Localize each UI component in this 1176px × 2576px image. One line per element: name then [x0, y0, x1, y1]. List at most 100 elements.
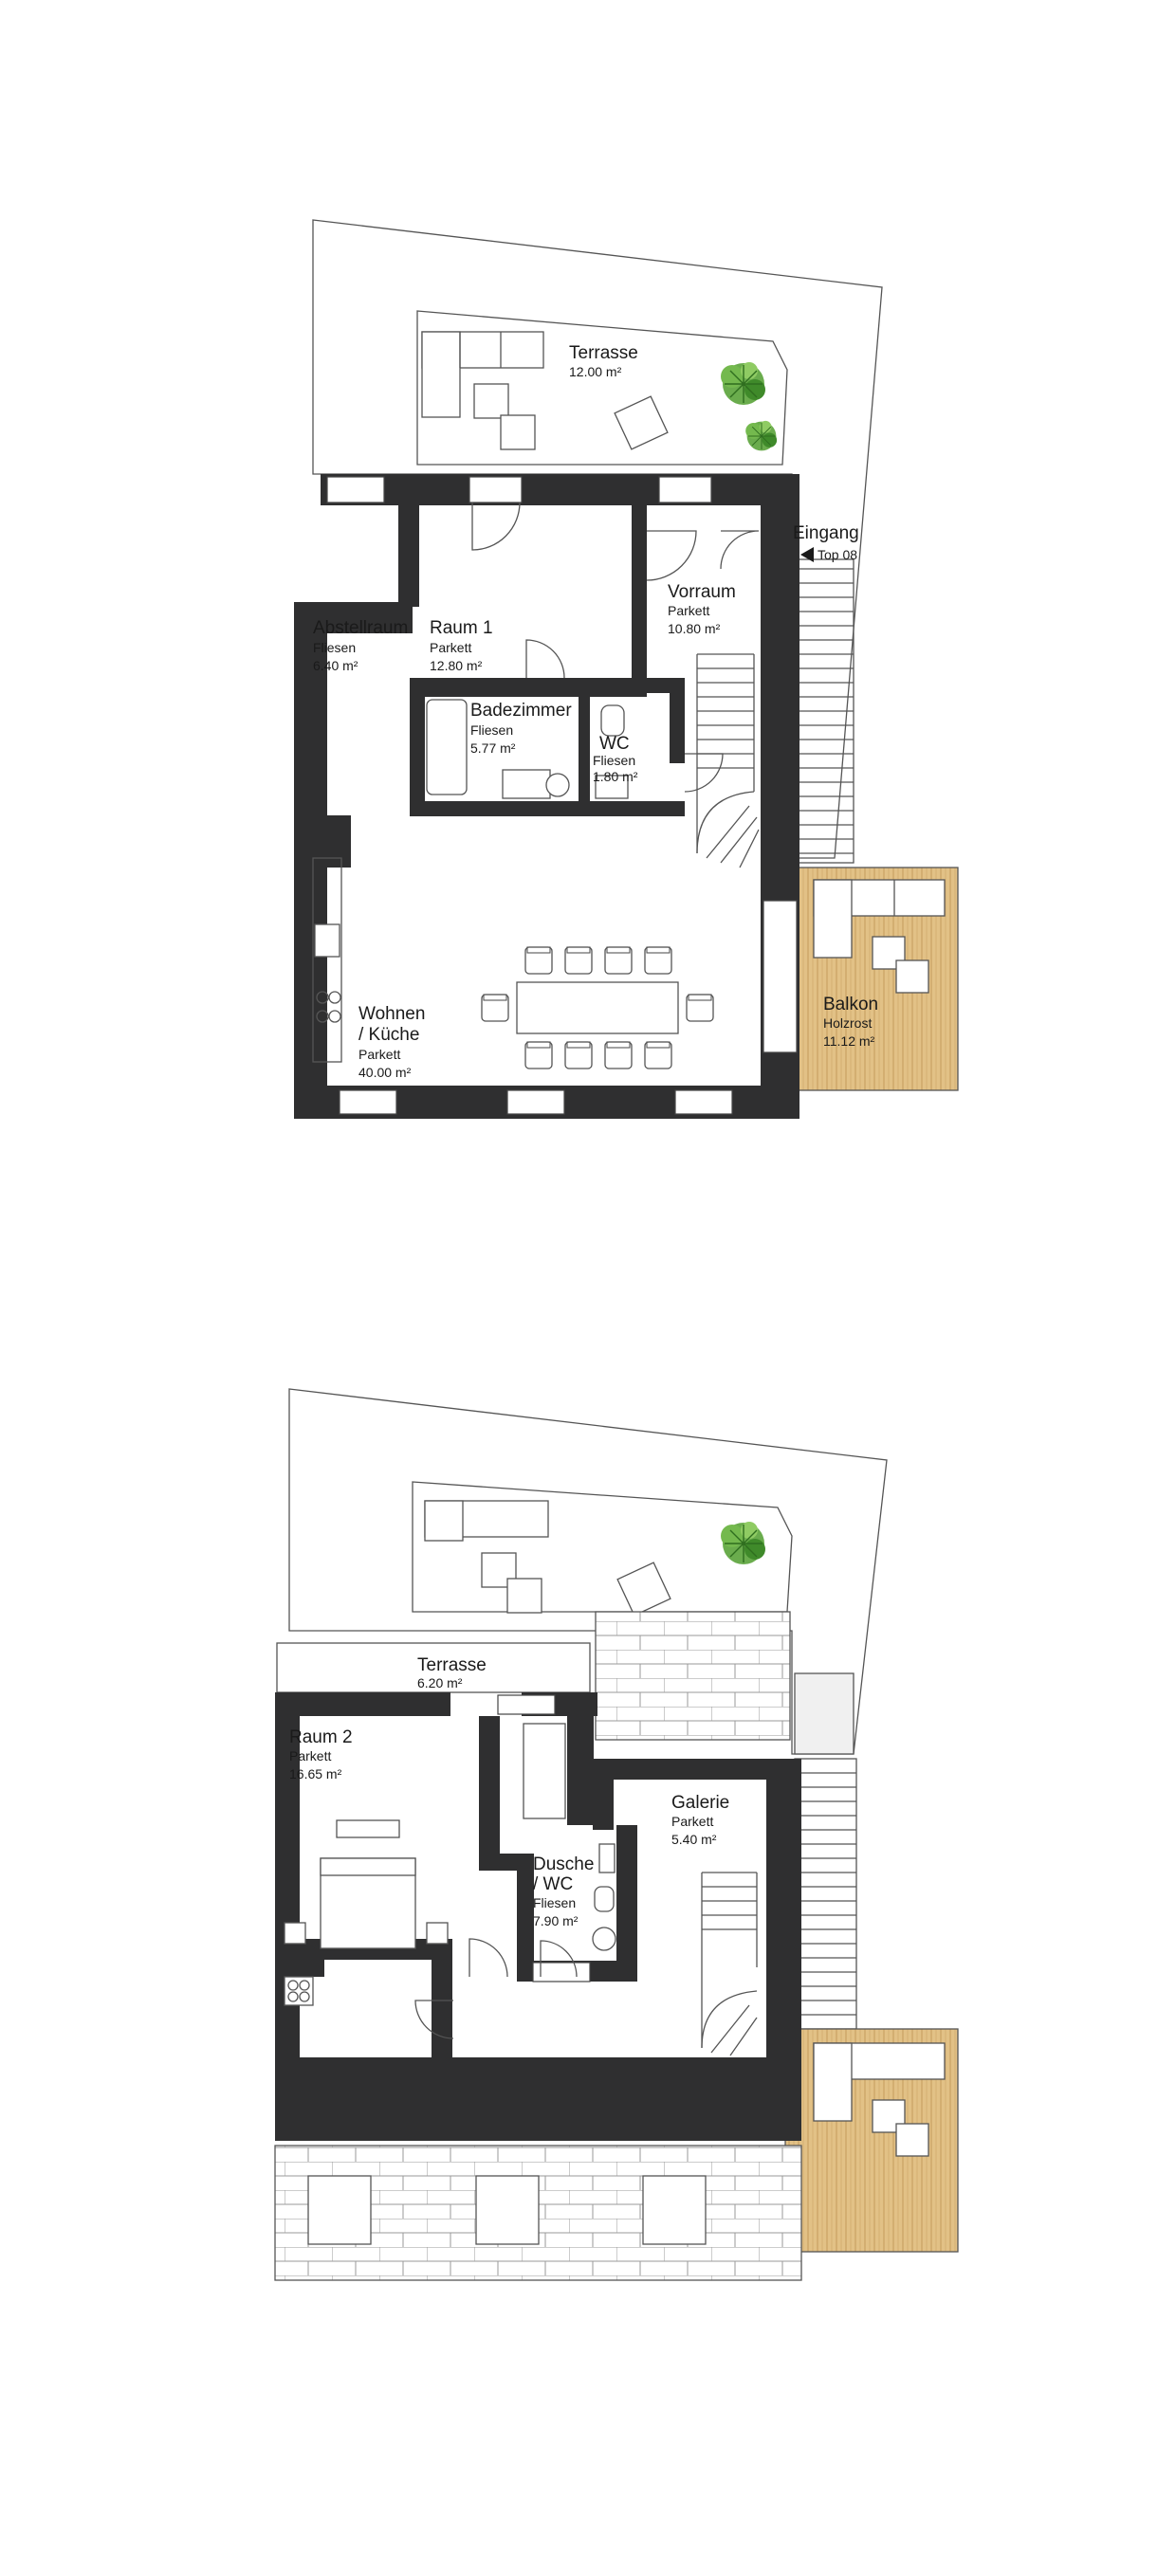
side-table-icon — [895, 2123, 929, 2157]
door-swing-icon — [471, 502, 521, 551]
terrasse-outline — [288, 1388, 888, 1755]
toilet-icon — [545, 773, 570, 797]
skylight-icon — [475, 2175, 540, 2245]
wc-label: WC — [599, 734, 630, 754]
vorraum-label: Vorraum — [668, 582, 736, 602]
side-table-icon — [895, 959, 929, 994]
lounge-chair-icon — [616, 1562, 671, 1617]
skylight-icon — [794, 1672, 854, 1755]
chair-icon — [686, 994, 714, 1022]
door-swing-icon — [720, 530, 760, 570]
chair-icon — [604, 946, 633, 975]
abstellraum-floor: Fliesen — [313, 640, 356, 655]
chair-icon — [604, 1041, 633, 1069]
door-swing-icon — [540, 1940, 578, 1978]
door-icon — [532, 1962, 591, 1982]
balkon-floor: Holzrost — [823, 1015, 872, 1031]
dusche-floor: Fliesen — [533, 1895, 576, 1910]
upper-floor: Terrasse 12.00 m² Eingang Top 08 Vorraum… — [294, 219, 959, 1119]
raum1-label: Raum 1 — [430, 618, 493, 638]
balkon-area: 11.12 m² — [823, 1033, 875, 1049]
skylight-icon — [642, 2175, 707, 2245]
wohnen-label: Wohnen — [358, 1004, 425, 1024]
washing-machine-icon — [592, 1927, 616, 1951]
wohnen-area: 40.00 m² — [358, 1065, 412, 1080]
badezimmer-label: Badezimmer — [470, 701, 572, 721]
badezimmer-floor: Fliesen — [470, 722, 513, 738]
lower-floor: Terrasse 6.20 m² Raum 2 Parkett 16.65 m²… — [274, 1388, 959, 2281]
chair-icon — [644, 946, 672, 975]
sink-icon — [502, 769, 551, 799]
chair-icon — [524, 946, 553, 975]
galerie-label: Galerie — [671, 1793, 729, 1813]
chair-icon — [564, 1041, 593, 1069]
counter-icon — [312, 857, 342, 1063]
window-icon — [658, 476, 712, 503]
sofa-icon — [421, 331, 544, 418]
raum2-area: 16.65 m² — [289, 1766, 342, 1781]
window-icon — [339, 1089, 397, 1115]
side-table-icon — [506, 1578, 542, 1614]
kueche-label: / Küche — [358, 1025, 419, 1045]
side-table-icon — [500, 414, 536, 450]
wc-floor: Fliesen — [593, 753, 635, 768]
terrasse2-area: 6.20 m² — [417, 1675, 463, 1690]
wc2-label: / WC — [533, 1874, 573, 1894]
walls-lower — [275, 1692, 801, 2141]
stair-icon — [701, 1872, 758, 2056]
terrasse-paved-area — [416, 310, 788, 466]
chair-icon — [481, 994, 509, 1022]
roof-tiles — [595, 1611, 791, 1741]
window-icon — [506, 1089, 565, 1115]
window-icon — [497, 1694, 556, 1715]
wc-area: 1.80 m² — [593, 769, 638, 784]
stove-icon — [284, 1976, 314, 2006]
chair-icon — [644, 1041, 672, 1069]
side-table-icon — [473, 383, 509, 419]
door-swing-icon — [469, 1938, 508, 1978]
sink-icon — [598, 1843, 616, 1873]
chair-icon — [564, 946, 593, 975]
abstellraum-area: 6.40 m² — [313, 658, 358, 673]
raum2-floor: Parkett — [289, 1748, 331, 1763]
dusche-label: Dusche — [533, 1854, 594, 1874]
door-swing-icon — [646, 530, 697, 581]
door-swing-icon — [684, 753, 724, 793]
terrasse-paved-area — [412, 1481, 793, 1613]
terrasse-area: 12.00 m² — [569, 364, 622, 379]
stove-icon — [316, 991, 341, 1023]
sink-icon — [314, 923, 340, 958]
raum2-label: Raum 2 — [289, 1727, 353, 1747]
galerie-area: 5.40 m² — [671, 1832, 717, 1847]
plant-icon — [744, 420, 778, 451]
raum1-area: 12.80 m² — [430, 658, 483, 673]
stair-icon — [696, 653, 760, 868]
badezimmer-area: 5.77 m² — [470, 740, 516, 756]
lounge-chair-icon — [614, 395, 669, 450]
skylight-icon — [307, 2175, 372, 2245]
door-swing-icon — [414, 2000, 454, 2039]
window-icon — [674, 1089, 733, 1115]
terrasse-label: Terrasse — [569, 343, 638, 363]
abstellraum-label: Abstellraum — [313, 618, 408, 638]
galerie-floor: Parkett — [671, 1814, 713, 1829]
wohnen-floor: Parkett — [358, 1047, 400, 1062]
window-icon — [763, 900, 798, 1053]
toilet-icon — [594, 1886, 615, 1912]
terrasse2-label: Terrasse — [417, 1655, 487, 1675]
vorraum-area: 10.80 m² — [668, 621, 721, 636]
window-icon — [326, 476, 385, 503]
door-swing-icon — [525, 639, 565, 679]
sink-icon — [595, 775, 629, 799]
plant-icon — [720, 1521, 766, 1565]
sofa-icon — [813, 2042, 946, 2122]
plant-icon — [720, 361, 766, 406]
bed-icon — [284, 1819, 449, 1949]
raum1-floor: Parkett — [430, 640, 471, 655]
bathtub-icon — [426, 699, 468, 795]
balkon-label: Balkon — [823, 995, 878, 1014]
stair-icon — [794, 1758, 857, 2030]
sofa-icon — [813, 879, 946, 959]
vorraum-floor: Parkett — [668, 603, 709, 618]
